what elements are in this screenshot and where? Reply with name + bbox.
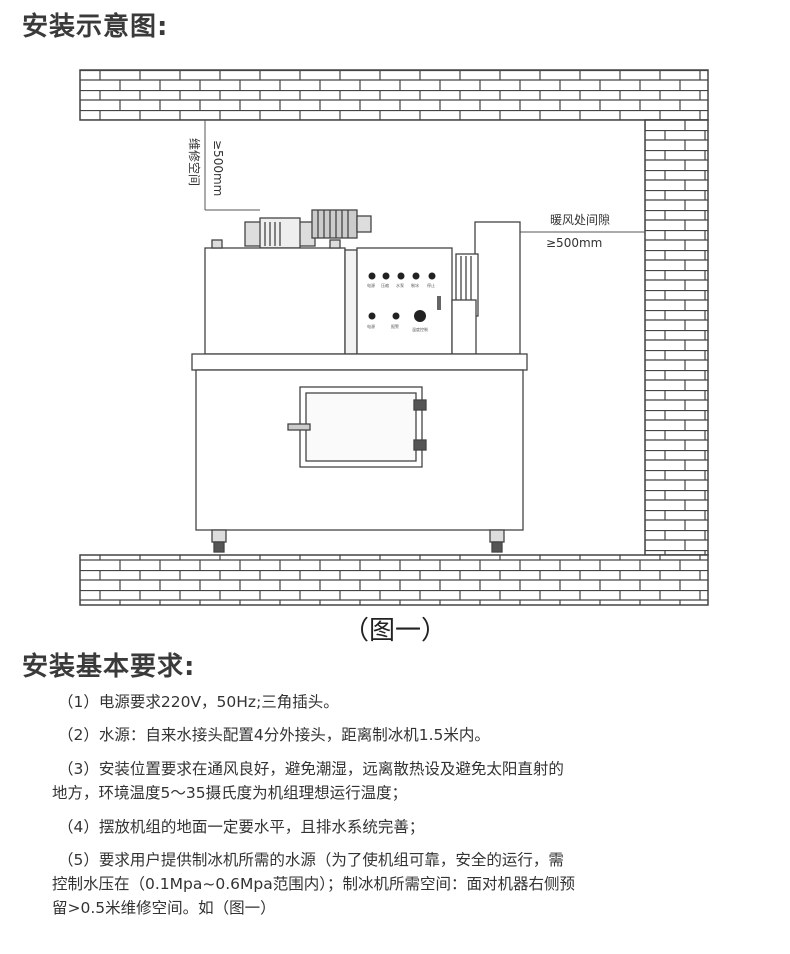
panel-label: 停止	[427, 282, 435, 288]
heater-gap-label: 暖风处间隙	[550, 213, 610, 227]
dimension-lines	[204, 120, 645, 233]
requirement-item-continuation: 留>0.5米维修空间。如（图一）	[52, 899, 276, 917]
ice-machine	[191, 209, 528, 553]
brick-wall	[79, 69, 709, 606]
requirement-item: （3）安装位置要求在通风良好，避免潮湿，远离散热设及避免太阳直射的	[58, 760, 564, 778]
maintenance-space-label: 维修空间	[187, 138, 202, 186]
control-buttons	[368, 272, 441, 322]
requirement-item-continuation: 地方，环境温度5～35摄氏度为机组理想运行温度；	[52, 784, 408, 802]
requirement-item: （2）水源：自来水接头配置4分外接头，距离制冰机1.5米内。	[58, 726, 490, 744]
panel-label: 报警	[391, 323, 399, 329]
panel-label: 水泵	[396, 282, 404, 288]
diagram-heading: 安装示意图:	[22, 12, 169, 42]
requirement-item-continuation: 控制水压在（0.1Mpa~0.6Mpa范围内）；制冰机所需空间：面对机器右侧预	[52, 875, 575, 893]
panel-label: 制冰	[411, 282, 419, 288]
requirement-item: （5）要求用户提供制冰机所需的水源（为了使机组可靠，安全的运行，需	[58, 851, 564, 869]
figure-caption: （图一）	[342, 616, 447, 646]
panel-label: 电源	[367, 323, 375, 329]
requirement-item: （1）电源要求220V，50Hz;三角插头。	[58, 693, 339, 711]
panel-label: 压缩	[381, 282, 389, 288]
requirement-item: （4）摆放机组的地面一定要水平，且排水系统完善；	[58, 818, 425, 836]
installation-diagram: 电源 压缩 水泵 制冰 停止 电源 报警 温度控制 维修空间 ≥500mm 暖风…	[79, 69, 709, 606]
requirements-heading: 安装基本要求:	[22, 652, 196, 682]
panel-label: 温度控制	[412, 326, 428, 332]
maintenance-space-value: ≥500mm	[211, 140, 225, 196]
heater-gap-value: ≥500mm	[546, 236, 602, 250]
panel-label: 电源	[367, 282, 375, 288]
